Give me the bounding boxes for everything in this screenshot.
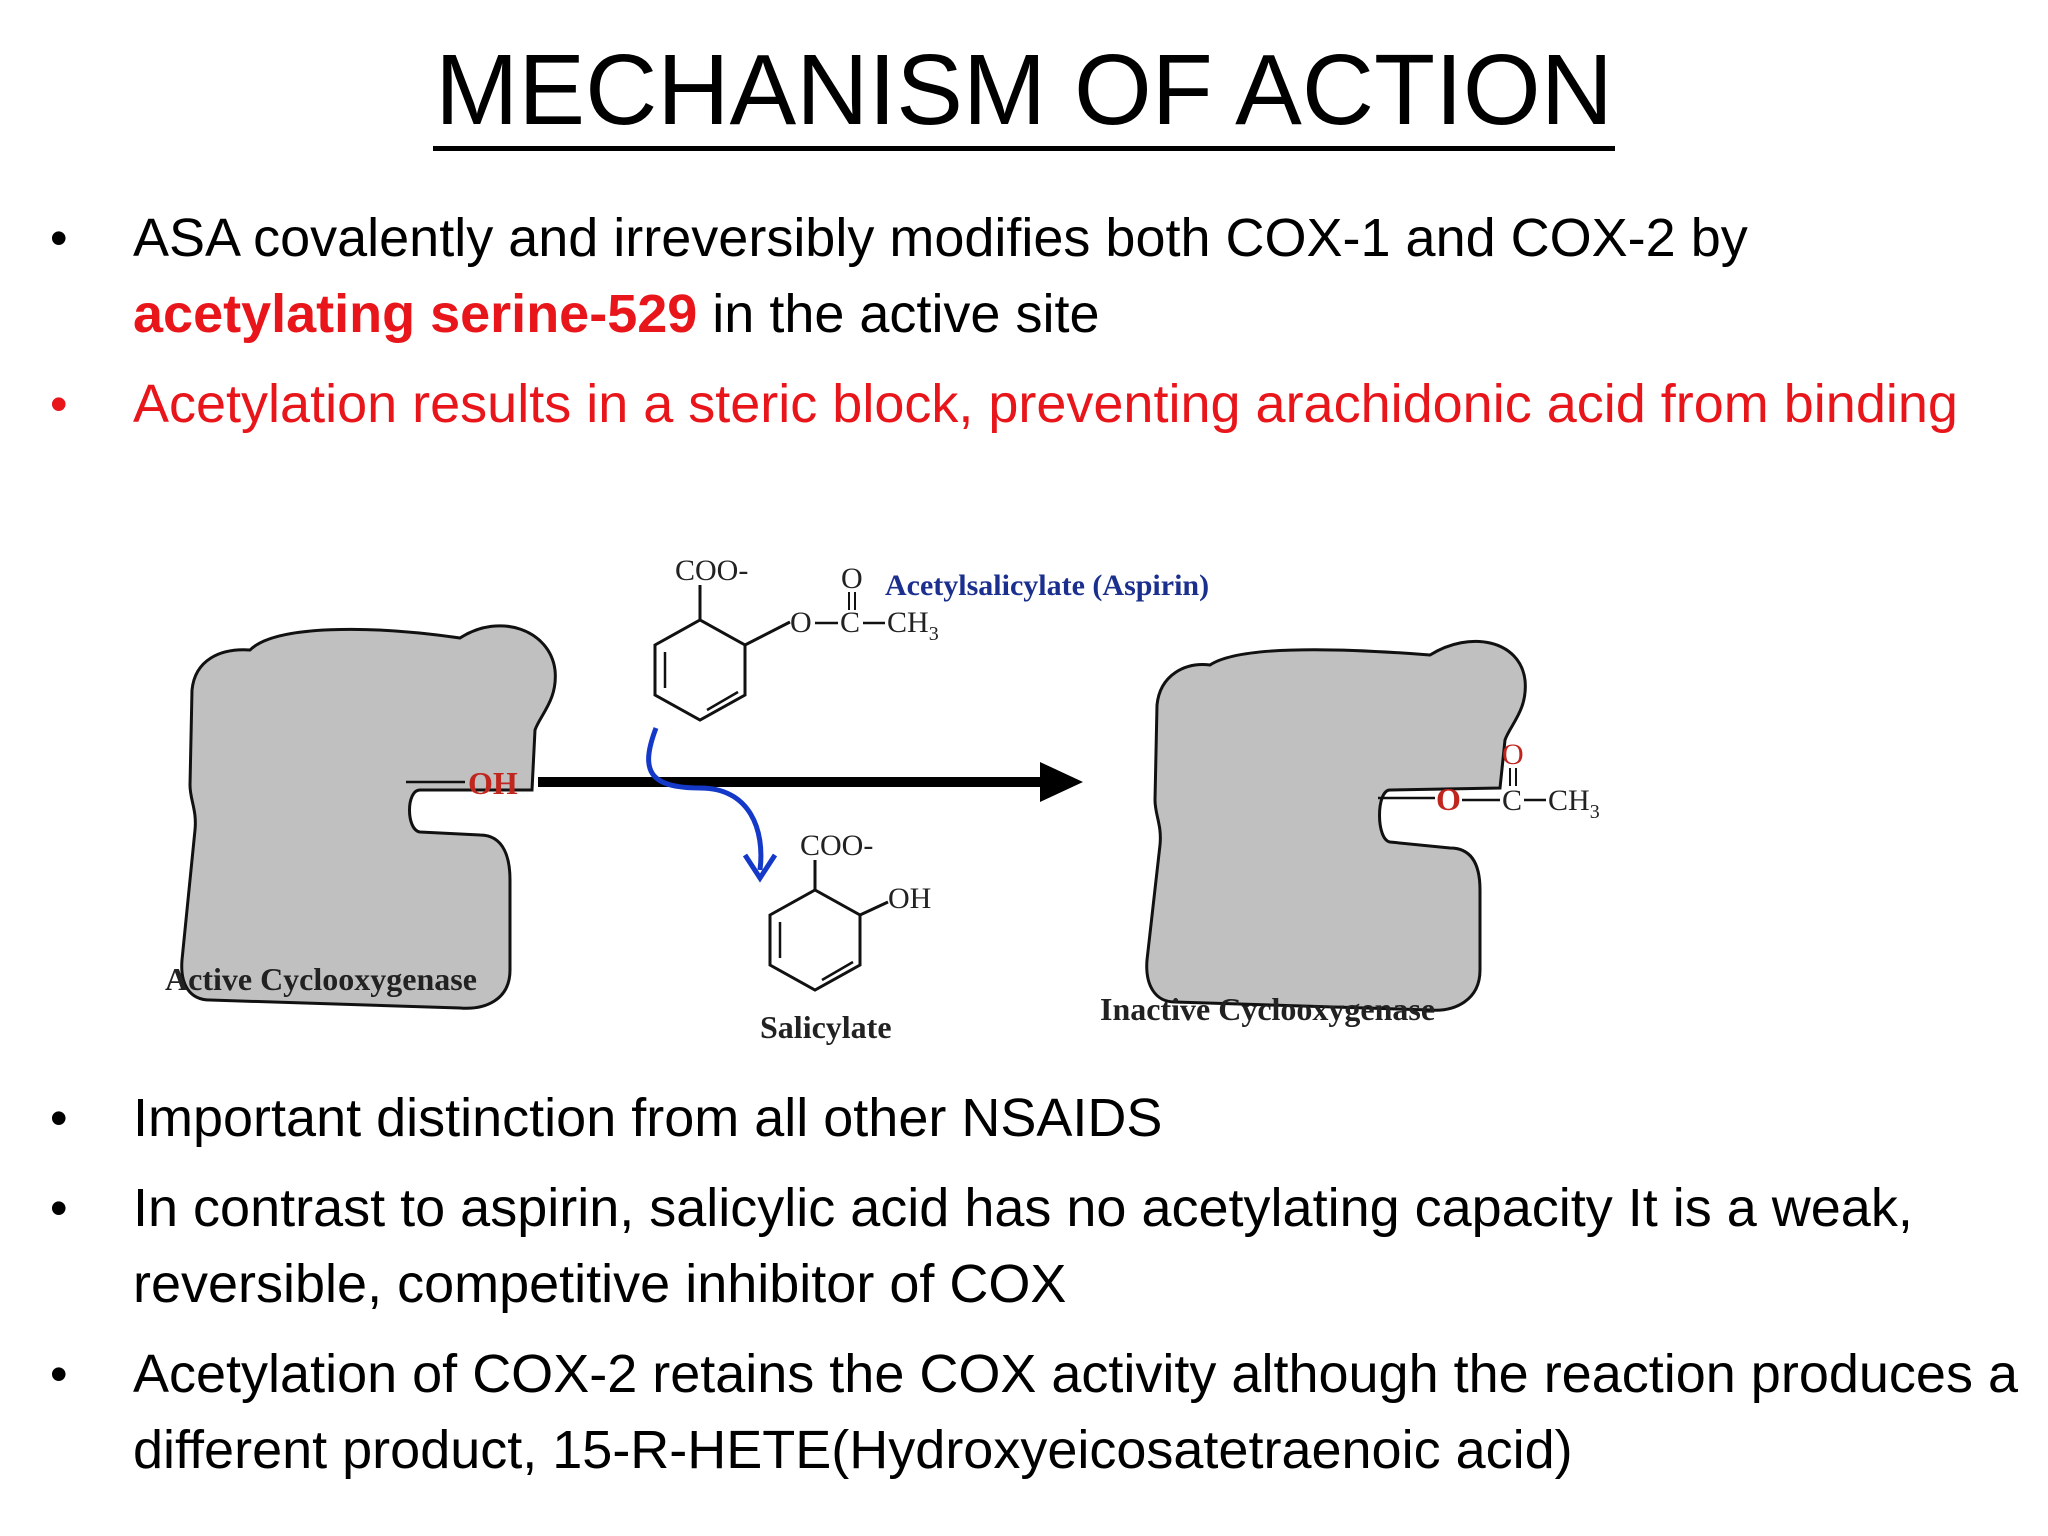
bullet-item: • ASA covalently and irreversibly modifi… xyxy=(0,200,2048,352)
reaction-arrowhead xyxy=(1040,762,1083,802)
bullet-item: • Acetylation of COX-2 retains the COX a… xyxy=(0,1336,2048,1488)
mechanism-diagram: OH Active Cyclooxygenase COO- O C O xyxy=(100,530,2000,1070)
bullet-text: Acetylation of COX-2 retains the COX act… xyxy=(133,1344,2018,1480)
inactive-enzyme-shape xyxy=(1145,639,1527,1012)
salicylate-oh-label: OH xyxy=(888,882,931,915)
diagram-svg: OH Active Cyclooxygenase COO- O C O xyxy=(165,554,1600,1045)
aspirin-c-label: C xyxy=(840,606,860,639)
aspirin-carbonyl-o: O xyxy=(841,562,863,595)
inactive-c-label: C xyxy=(1502,784,1522,817)
inactive-carbonyl-o: O xyxy=(1502,738,1524,771)
bullet-text: Important distinction from all other NSA… xyxy=(133,1088,1163,1148)
salicylate-label: Salicylate xyxy=(760,1009,892,1045)
aspirin-label: Acetylsalicylate (Aspirin) xyxy=(885,569,1209,602)
bullet-item: • Acetylation results in a steric block,… xyxy=(0,366,2048,442)
bullet-item: • In contrast to aspirin, salicylic acid… xyxy=(0,1170,2048,1322)
bullet-dot: • xyxy=(50,376,68,432)
salicylate-molecule: COO- OH xyxy=(768,829,931,992)
bullet-highlight: acetylating serine-529 xyxy=(133,284,698,344)
bullet-dot: • xyxy=(50,1180,68,1236)
title-text: MECHANISM OF ACTION xyxy=(433,34,1615,151)
bullet-text: Acetylation results in a steric block, p… xyxy=(133,374,1958,434)
bullet-text-part: in the active site xyxy=(697,284,1100,344)
bullet-text: In contrast to aspirin, salicylic acid h… xyxy=(133,1178,1913,1314)
aspirin-molecule: COO- O C O CH3 xyxy=(653,554,939,722)
aspirin-ch3-label: CH3 xyxy=(887,606,939,645)
inactive-enzyme-label: Inactive Cyclooxygenase xyxy=(1100,991,1435,1027)
active-oh-label: OH xyxy=(468,765,518,801)
bullet-item: • Important distinction from all other N… xyxy=(0,1080,2048,1156)
top-bullet-list: • ASA covalently and irreversibly modifi… xyxy=(0,200,2048,456)
blue-arrowhead xyxy=(742,853,778,883)
bullet-dot: • xyxy=(50,210,68,266)
inactive-ch3-label: CH3 xyxy=(1548,784,1600,823)
blue-curved-arrow xyxy=(646,727,764,871)
bullet-text-part: ASA covalently and irreversibly modifies… xyxy=(133,208,1748,268)
bottom-bullet-list: • Important distinction from all other N… xyxy=(0,1080,2048,1502)
bullet-dot: • xyxy=(50,1346,68,1402)
active-enzyme-label: Active Cyclooxygenase xyxy=(165,961,477,997)
aspirin-o-label: O xyxy=(790,606,812,639)
salicylate-coo-label: COO- xyxy=(800,829,873,862)
inactive-o-label: O xyxy=(1436,781,1461,817)
bullet-dot: • xyxy=(50,1090,68,1146)
active-enzyme-shape xyxy=(180,624,557,1010)
slide-title: MECHANISM OF ACTION xyxy=(0,30,2048,151)
aspirin-coo-label: COO- xyxy=(675,554,748,587)
